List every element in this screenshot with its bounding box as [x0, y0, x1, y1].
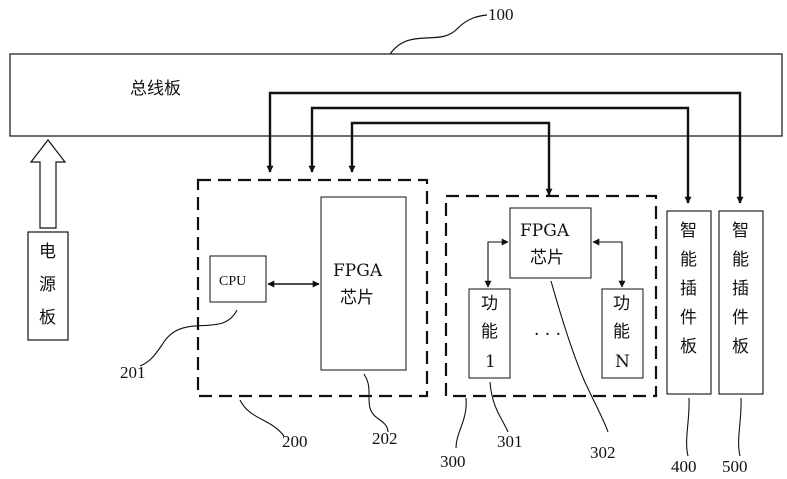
- power-board-char-2: 源: [39, 275, 56, 295]
- func-1-leader: [489, 381, 509, 433]
- cpu-chip: [209, 255, 267, 303]
- fpga-chip-202: [320, 196, 407, 371]
- fpga-302-ref: 302: [590, 443, 616, 462]
- board-200: [196, 178, 429, 398]
- board-300-leader: [455, 397, 467, 449]
- smart-400-char-1: 智: [680, 221, 697, 241]
- func-1-ref: 301: [497, 432, 523, 451]
- func-n-module: [601, 288, 644, 379]
- bus-board-leader: [389, 14, 488, 55]
- fpga-func1-link: [484, 238, 509, 288]
- fpga-202-label-1: FPGA: [333, 261, 383, 281]
- board-300-ref: 300: [440, 452, 466, 471]
- smart-500-ref: 500: [722, 457, 748, 476]
- cpu-ref: 201: [120, 363, 146, 382]
- smart-500-char-2: 能: [732, 250, 749, 270]
- smart-500-char-5: 板: [732, 337, 749, 357]
- smart-400-char-3: 插: [680, 279, 697, 299]
- power-board: [27, 231, 69, 341]
- func-ellipsis: · · ·: [534, 325, 561, 345]
- fpga-funcn-link: [592, 238, 626, 288]
- func-1-char-2: 能: [481, 322, 498, 342]
- func-n-char-1: 功: [613, 294, 630, 314]
- cpu-label: CPU: [219, 274, 246, 289]
- bus-link-cpu: [266, 91, 744, 204]
- smart-400-ref: 400: [671, 457, 697, 476]
- func-1-char-3: 1: [485, 352, 496, 372]
- func-1-char-1: 功: [481, 294, 498, 314]
- power-board-char-3: 板: [39, 308, 56, 328]
- smart-board-400: [666, 210, 712, 395]
- bus-link-fpga202-smart400: [308, 106, 692, 204]
- smart-400-char-5: 板: [680, 337, 697, 357]
- fpga-202-label-2: 芯片: [340, 288, 374, 308]
- smart-500-char-4: 件: [732, 308, 749, 328]
- bus-link-fpga202-fpga302: [348, 121, 553, 196]
- smart-500-leader: [738, 397, 742, 457]
- func-n-char-2: 能: [613, 322, 630, 342]
- fpga-302-label-1: FPGA: [520, 221, 570, 241]
- cpu-leader: [139, 309, 238, 367]
- bus-board-ref: 100: [488, 5, 514, 24]
- power-arrow-icon: [29, 139, 67, 229]
- smart-board-500: [718, 210, 764, 395]
- smart-400-char-4: 件: [680, 308, 697, 328]
- fpga-302-label-2: 芯片: [530, 248, 564, 268]
- smart-500-char-1: 智: [732, 221, 749, 241]
- smart-400-char-2: 能: [680, 250, 697, 270]
- fpga-chip-302: [509, 207, 592, 279]
- smart-400-leader: [686, 397, 690, 457]
- fpga-302-leader: [550, 280, 609, 433]
- func-1-module: [468, 288, 511, 379]
- fpga-202-ref: 202: [372, 429, 398, 448]
- power-board-char-1: 电: [39, 242, 56, 262]
- fpga-202-leader: [363, 373, 389, 433]
- smart-500-char-3: 插: [732, 279, 749, 299]
- bus-board-label: 总线板: [130, 79, 181, 99]
- func-n-char-3: N: [615, 352, 630, 372]
- board-200-leader: [239, 399, 285, 437]
- board-200-ref: 200: [282, 432, 308, 451]
